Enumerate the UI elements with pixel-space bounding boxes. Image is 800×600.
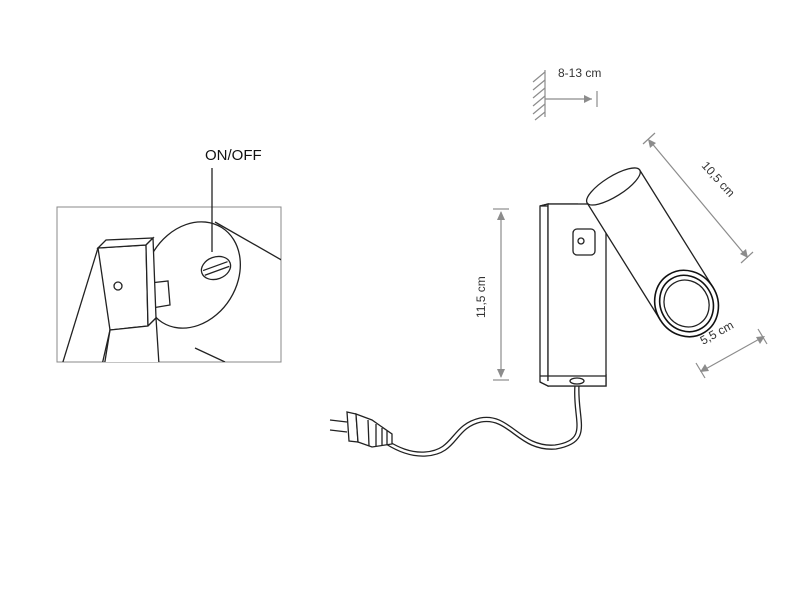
wall-distance-arrowhead bbox=[584, 95, 592, 103]
inset-cylinder-top-edge bbox=[214, 221, 281, 261]
plug-pin-top bbox=[329, 419, 348, 423]
lamp-diameter-line bbox=[701, 336, 764, 372]
lamp-length-line bbox=[649, 140, 747, 257]
wall-lamp bbox=[539, 167, 720, 388]
inset-frame bbox=[56, 206, 282, 363]
inset-base-lower bbox=[104, 316, 160, 362]
inset-wall-edge bbox=[62, 247, 99, 362]
on-off-label: ON/OFF bbox=[205, 147, 262, 164]
inset-cylinder-bottom-edge bbox=[194, 347, 226, 362]
cable-grommet bbox=[569, 377, 585, 385]
switch-detail-inset: ON/OFF bbox=[56, 147, 282, 363]
lamp-length-label: 10,5 cm bbox=[699, 159, 738, 200]
base-plate-side bbox=[539, 203, 549, 388]
on-off-switch-knob bbox=[200, 255, 232, 281]
wall-hatching bbox=[532, 71, 546, 121]
wall-distance-indicator: 8-13 cm bbox=[532, 66, 601, 121]
inset-screw-hole bbox=[113, 281, 123, 291]
wall-distance-label: 8-13 cm bbox=[558, 66, 601, 80]
power-cable bbox=[385, 384, 583, 457]
lamp-cylinder-top bbox=[585, 167, 641, 206]
plug-body bbox=[355, 413, 393, 448]
plug-pin-bottom bbox=[329, 429, 348, 433]
lamp-inner-reflector bbox=[663, 279, 710, 328]
lamp-inner-ring bbox=[658, 274, 715, 333]
base-height-label: 11,5 cm bbox=[474, 276, 488, 318]
power-plug bbox=[329, 411, 393, 448]
inset-base-front bbox=[97, 244, 149, 331]
base-height-dimension: 11,5 cm bbox=[474, 208, 509, 381]
